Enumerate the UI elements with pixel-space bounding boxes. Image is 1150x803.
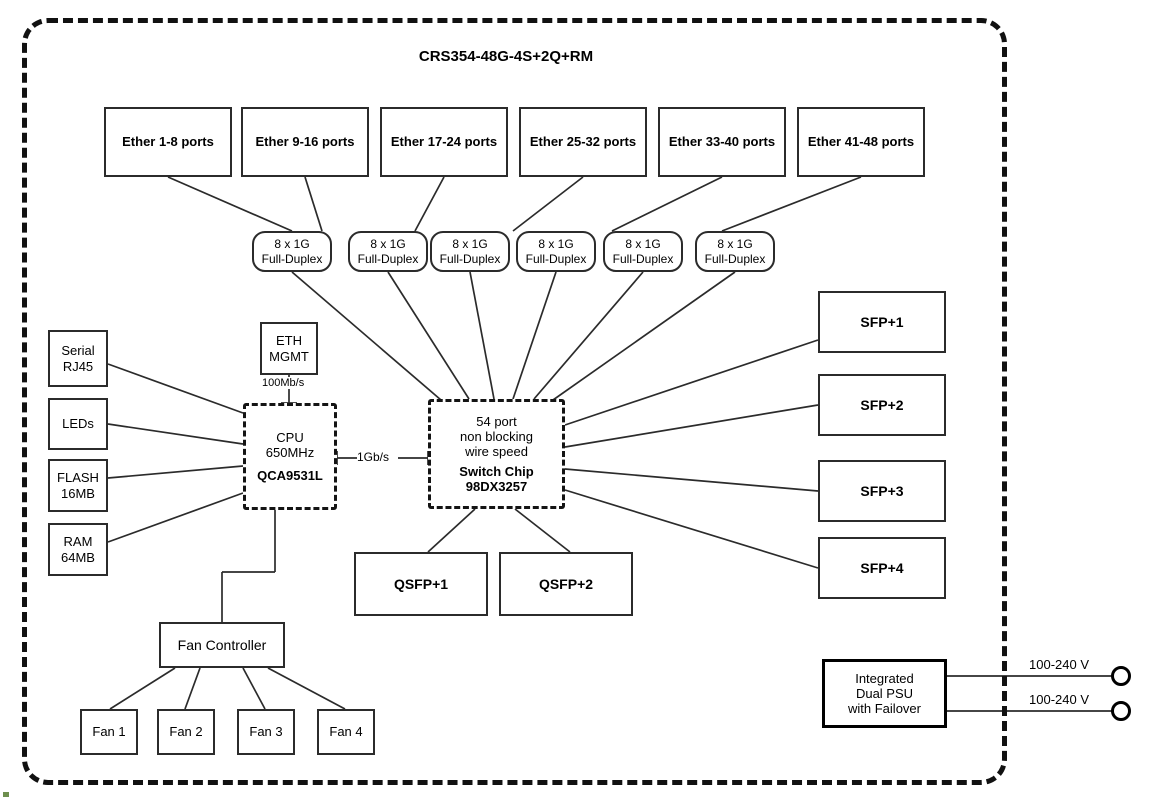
fan-controller-box[interactable]: Fan Controller — [159, 622, 285, 668]
eth-mgmt-line2: MGMT — [269, 348, 309, 364]
fan-label: Fan 4 — [329, 724, 363, 740]
fan-label: Fan 3 — [249, 724, 283, 740]
ram-line1: RAM — [63, 534, 93, 550]
ether-ports-box-6[interactable]: Ether 41-48 ports — [797, 107, 925, 177]
fan-box-2[interactable]: Fan 2 — [157, 709, 215, 755]
serial-rj45-line2: RJ45 — [62, 358, 94, 374]
leds-box[interactable]: LEDs — [48, 398, 108, 450]
switch-chip-line1: 54 port — [476, 413, 517, 429]
port-group-duplex: Full-Duplex — [704, 251, 766, 266]
port-group-pill-1[interactable]: 8 x 1G Full-Duplex — [252, 231, 332, 272]
power-inlet-icon-1 — [1111, 666, 1131, 686]
psu-box[interactable]: Integrated Dual PSU with Failover — [822, 659, 947, 728]
switch-chip-line2: non blocking — [460, 429, 533, 444]
flash-line1: FLASH — [57, 470, 99, 486]
ether-ports-label: Ether 9-16 ports — [255, 134, 355, 150]
ram-box[interactable]: RAM 64MB — [48, 523, 108, 576]
port-group-speed: 8 x 1G — [625, 237, 661, 252]
sfp-plus-label: SFP+1 — [860, 313, 904, 330]
port-group-speed: 8 x 1G — [717, 237, 753, 252]
ether-ports-label: Ether 25-32 ports — [529, 134, 637, 150]
cpu-model: QCA9531L — [257, 467, 323, 483]
sfp-plus-box-4[interactable]: SFP+4 — [818, 537, 946, 599]
switch-chip-block[interactable]: 54 port non blocking wire speed Switch C… — [428, 399, 565, 509]
qsfp-plus-box-1[interactable]: QSFP+1 — [354, 552, 488, 616]
sfp-plus-box-3[interactable]: SFP+3 — [818, 460, 946, 522]
sfp-plus-label: SFP+3 — [860, 482, 904, 499]
power-inlet-icon-2 — [1111, 701, 1131, 721]
sfp-plus-label: SFP+4 — [860, 559, 904, 576]
leds-label: LEDs — [62, 416, 94, 432]
port-group-speed: 8 x 1G — [370, 237, 406, 252]
switch-chip-name: Switch Chip — [459, 463, 534, 479]
cpu-line2: 650MHz — [265, 445, 315, 461]
port-group-speed: 8 x 1G — [452, 237, 488, 252]
fan-controller-label: Fan Controller — [177, 636, 267, 653]
psu-line3: with Failover — [848, 701, 921, 717]
port-group-duplex: Full-Duplex — [357, 251, 419, 266]
ether-ports-box-5[interactable]: Ether 33-40 ports — [658, 107, 786, 177]
port-group-duplex: Full-Duplex — [439, 251, 501, 266]
ether-ports-label: Ether 17-24 ports — [390, 134, 498, 150]
ether-ports-box-2[interactable]: Ether 9-16 ports — [241, 107, 369, 177]
eth-mgmt-line1: ETH — [276, 333, 302, 349]
psu-input-voltage-label-1: 100-240 V — [1029, 657, 1089, 672]
switch-chip-model: 98DX3257 — [465, 478, 528, 494]
port-group-speed: 8 x 1G — [538, 237, 574, 252]
psu-line2: Dual PSU — [855, 685, 914, 701]
switch-chip-line3: wire speed — [465, 444, 528, 460]
qsfp-plus-label: QSFP+2 — [538, 575, 594, 592]
port-group-pill-5[interactable]: 8 x 1G Full-Duplex — [603, 231, 683, 272]
fan-box-1[interactable]: Fan 1 — [80, 709, 138, 755]
port-group-duplex: Full-Duplex — [261, 251, 323, 266]
port-group-speed: 8 x 1G — [274, 237, 310, 252]
ether-ports-box-3[interactable]: Ether 17-24 ports — [380, 107, 508, 177]
psu-input-voltage-label-2: 100-240 V — [1029, 692, 1089, 707]
fan-box-3[interactable]: Fan 3 — [237, 709, 295, 755]
ether-ports-label: Ether 1-8 ports — [122, 134, 214, 150]
cpu-switch-link-label: 1Gb/s — [357, 450, 390, 464]
corner-artifact — [3, 792, 9, 797]
sfp-plus-box-1[interactable]: SFP+1 — [818, 291, 946, 353]
sfp-plus-label: SFP+2 — [860, 396, 904, 413]
fan-label: Fan 1 — [92, 724, 126, 740]
ether-ports-label: Ether 41-48 ports — [807, 134, 915, 150]
serial-rj45-box[interactable]: Serial RJ45 — [48, 330, 108, 387]
ether-ports-box-4[interactable]: Ether 25-32 ports — [519, 107, 647, 177]
flash-box[interactable]: FLASH 16MB — [48, 459, 108, 512]
port-group-pill-4[interactable]: 8 x 1G Full-Duplex — [516, 231, 596, 272]
port-group-pill-2[interactable]: 8 x 1G Full-Duplex — [348, 231, 428, 272]
ether-ports-label: Ether 33-40 ports — [668, 134, 776, 150]
cpu-block[interactable]: CPU 650MHz QCA9531L — [243, 403, 337, 510]
serial-rj45-line1: Serial — [61, 343, 95, 359]
sfp-plus-box-2[interactable]: SFP+2 — [818, 374, 946, 436]
cpu-line1: CPU — [276, 430, 304, 445]
ether-ports-box-1[interactable]: Ether 1-8 ports — [104, 107, 232, 177]
qsfp-plus-box-2[interactable]: QSFP+2 — [499, 552, 633, 616]
port-group-duplex: Full-Duplex — [525, 251, 587, 266]
ram-line2: 64MB — [61, 549, 95, 565]
eth-mgmt-link-speed-label: 100Mb/s — [262, 377, 305, 389]
device-chassis-outline — [22, 18, 1007, 785]
flash-line2: 16MB — [61, 485, 95, 501]
port-group-duplex: Full-Duplex — [612, 251, 674, 266]
qsfp-plus-label: QSFP+1 — [393, 575, 449, 592]
psu-line1: Integrated — [855, 670, 914, 686]
port-group-pill-6[interactable]: 8 x 1G Full-Duplex — [695, 231, 775, 272]
fan-label: Fan 2 — [169, 724, 203, 740]
page-title: CRS354-48G-4S+2Q+RM — [418, 48, 594, 65]
port-group-pill-3[interactable]: 8 x 1G Full-Duplex — [430, 231, 510, 272]
eth-mgmt-box[interactable]: ETH MGMT — [260, 322, 318, 375]
fan-box-4[interactable]: Fan 4 — [317, 709, 375, 755]
